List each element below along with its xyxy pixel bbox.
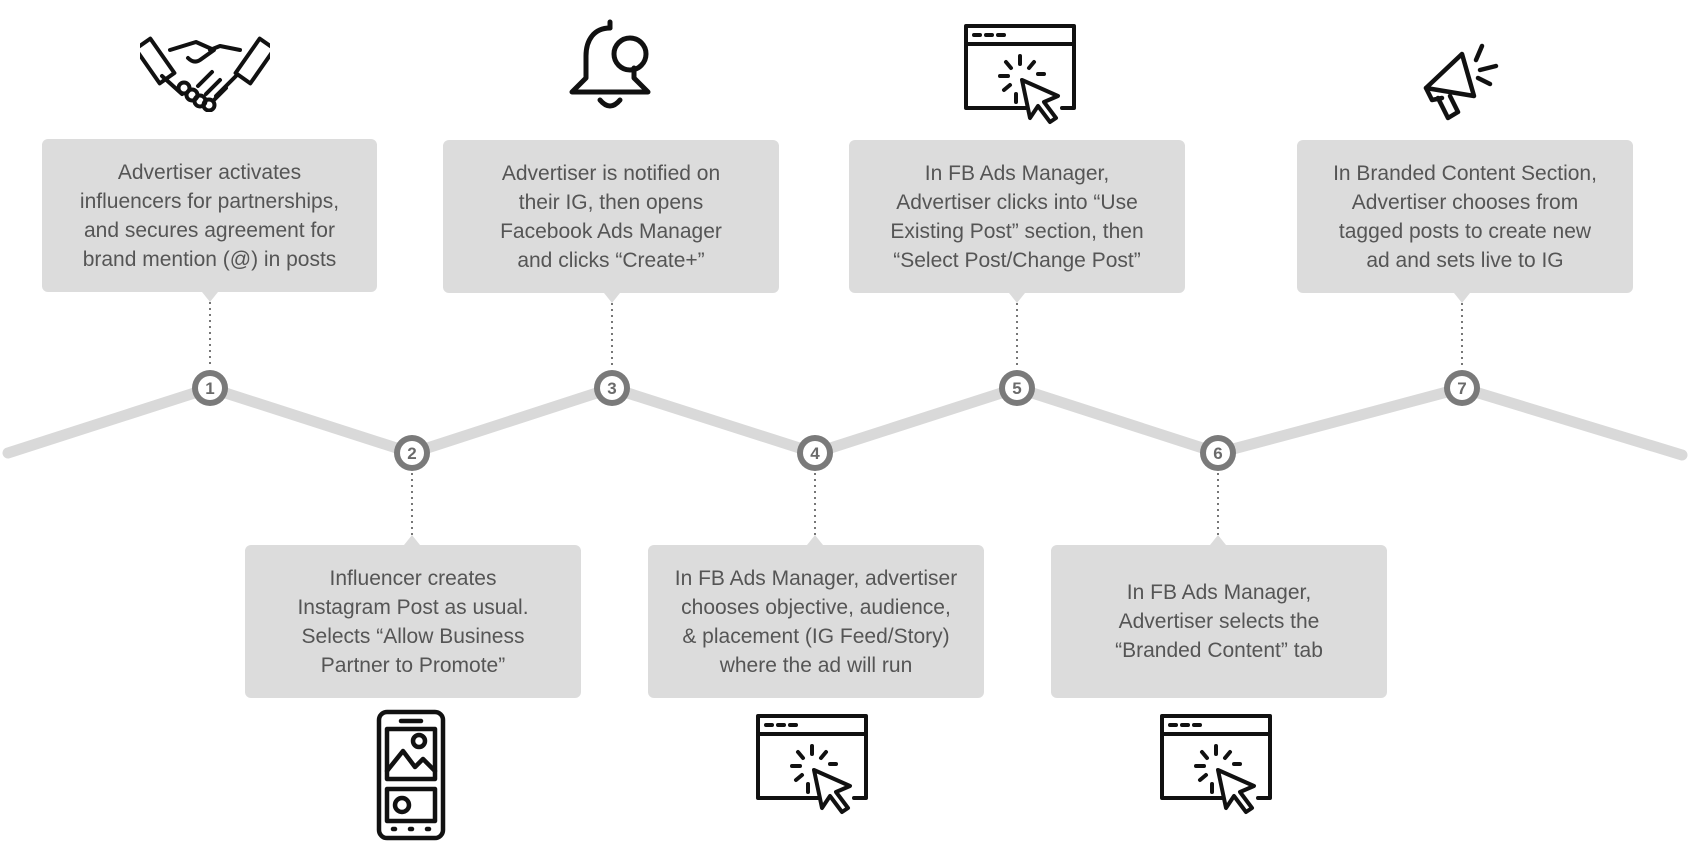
handshake-icon <box>140 36 270 112</box>
step-2-node: 2 <box>394 435 430 471</box>
step-6-text: In FB Ads Manager, Advertiser selects th… <box>1115 581 1323 662</box>
step-1-number: 1 <box>205 379 214 398</box>
step-4-pointer <box>807 535 823 545</box>
step-3-pointer <box>604 293 620 303</box>
step-3-number: 3 <box>607 379 616 398</box>
step-1-text: Advertiser activates influencers for par… <box>79 160 340 271</box>
step-5-node: 5 <box>999 370 1035 406</box>
step-3-node: 3 <box>594 370 630 406</box>
step-4-box: In FB Ads Manager, advertiser chooses ob… <box>648 545 984 698</box>
step-7-number: 7 <box>1457 379 1466 398</box>
step-1-node: 1 <box>192 370 228 406</box>
step-4-number: 4 <box>810 444 820 463</box>
step-2-number: 2 <box>407 444 416 463</box>
step-5-number: 5 <box>1012 379 1021 398</box>
step-7-node: 7 <box>1444 370 1480 406</box>
step-5-box: In FB Ads Manager, Advertiser clicks int… <box>849 140 1185 293</box>
step-4-node: 4 <box>797 435 833 471</box>
step-2-box: Influencer creates Instagram Post as usu… <box>245 545 581 698</box>
step-1-pointer <box>202 292 218 302</box>
browser-click-icon <box>1160 714 1272 814</box>
step-6-box: In FB Ads Manager, Advertiser selects th… <box>1051 545 1387 698</box>
step-4-text: In FB Ads Manager, advertiser chooses ob… <box>674 566 958 677</box>
step-7-pointer <box>1454 293 1470 303</box>
browser-click-icon <box>964 24 1076 124</box>
zigzag-timeline-path <box>2 382 1688 461</box>
megaphone-icon <box>1423 43 1499 121</box>
step-2-pointer <box>404 535 420 545</box>
step-1-box: Advertiser activates influencers for par… <box>42 139 377 292</box>
step-5-text: In FB Ads Manager, Advertiser clicks int… <box>890 161 1144 272</box>
step-7-text: In Branded Content Section, Advertiser c… <box>1333 161 1597 272</box>
step-3-text: Advertiser is notified on their IG, then… <box>500 161 722 272</box>
bell-notification-icon <box>569 19 651 109</box>
step-5-pointer <box>1009 293 1025 303</box>
step-7-box: In Branded Content Section, Advertiser c… <box>1297 140 1633 293</box>
step-6-number: 6 <box>1213 444 1222 463</box>
step-6-pointer <box>1210 535 1226 545</box>
step-2-text: Influencer creates Instagram Post as usu… <box>297 566 529 677</box>
step-3-box: Advertiser is notified on their IG, then… <box>443 140 779 293</box>
smartphone-icon <box>376 709 446 841</box>
browser-click-icon <box>756 714 868 814</box>
step-6-node: 6 <box>1200 435 1236 471</box>
